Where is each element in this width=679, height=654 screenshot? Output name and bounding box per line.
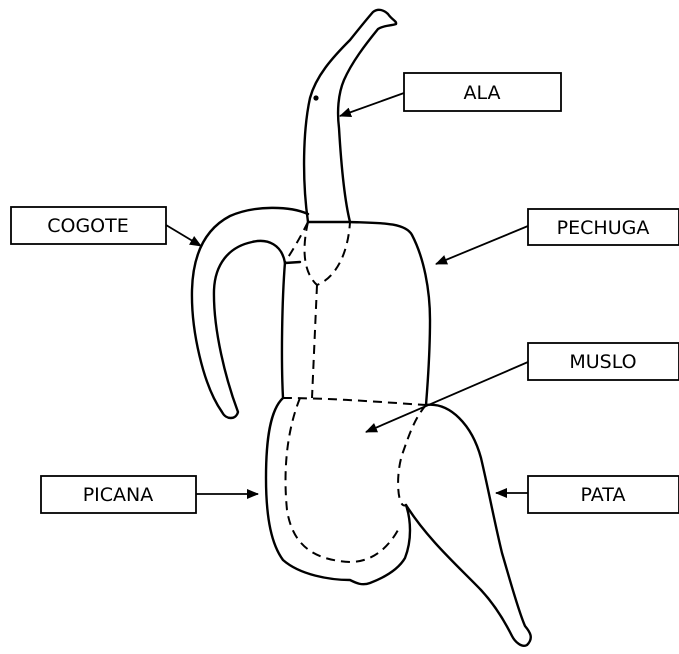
cogote-label: COGOTE [47, 215, 129, 237]
ala-arrow [340, 93, 404, 116]
breast-outline [350, 222, 430, 405]
picana-inner-cut-line [286, 398, 398, 562]
picana-label: PICANA [83, 484, 154, 506]
pechuga-label: PECHUGA [557, 217, 650, 239]
muslo-label: MUSLO [569, 351, 636, 373]
ala-label: ALA [463, 82, 500, 104]
breast-lower-cut-line [283, 398, 426, 405]
breast-center-cut-line [312, 285, 317, 398]
neck-outline [192, 208, 308, 418]
pechuga-arrow [436, 226, 528, 264]
wing-cut-line [305, 222, 350, 285]
muslo-arrow [366, 362, 528, 432]
cogote-arrow [166, 225, 201, 246]
leg-outline [406, 405, 531, 646]
thigh-cut-line [398, 405, 426, 506]
wing-outline [304, 10, 396, 222]
pata-label: PATA [581, 484, 626, 506]
wing-joint-dot [313, 95, 318, 100]
